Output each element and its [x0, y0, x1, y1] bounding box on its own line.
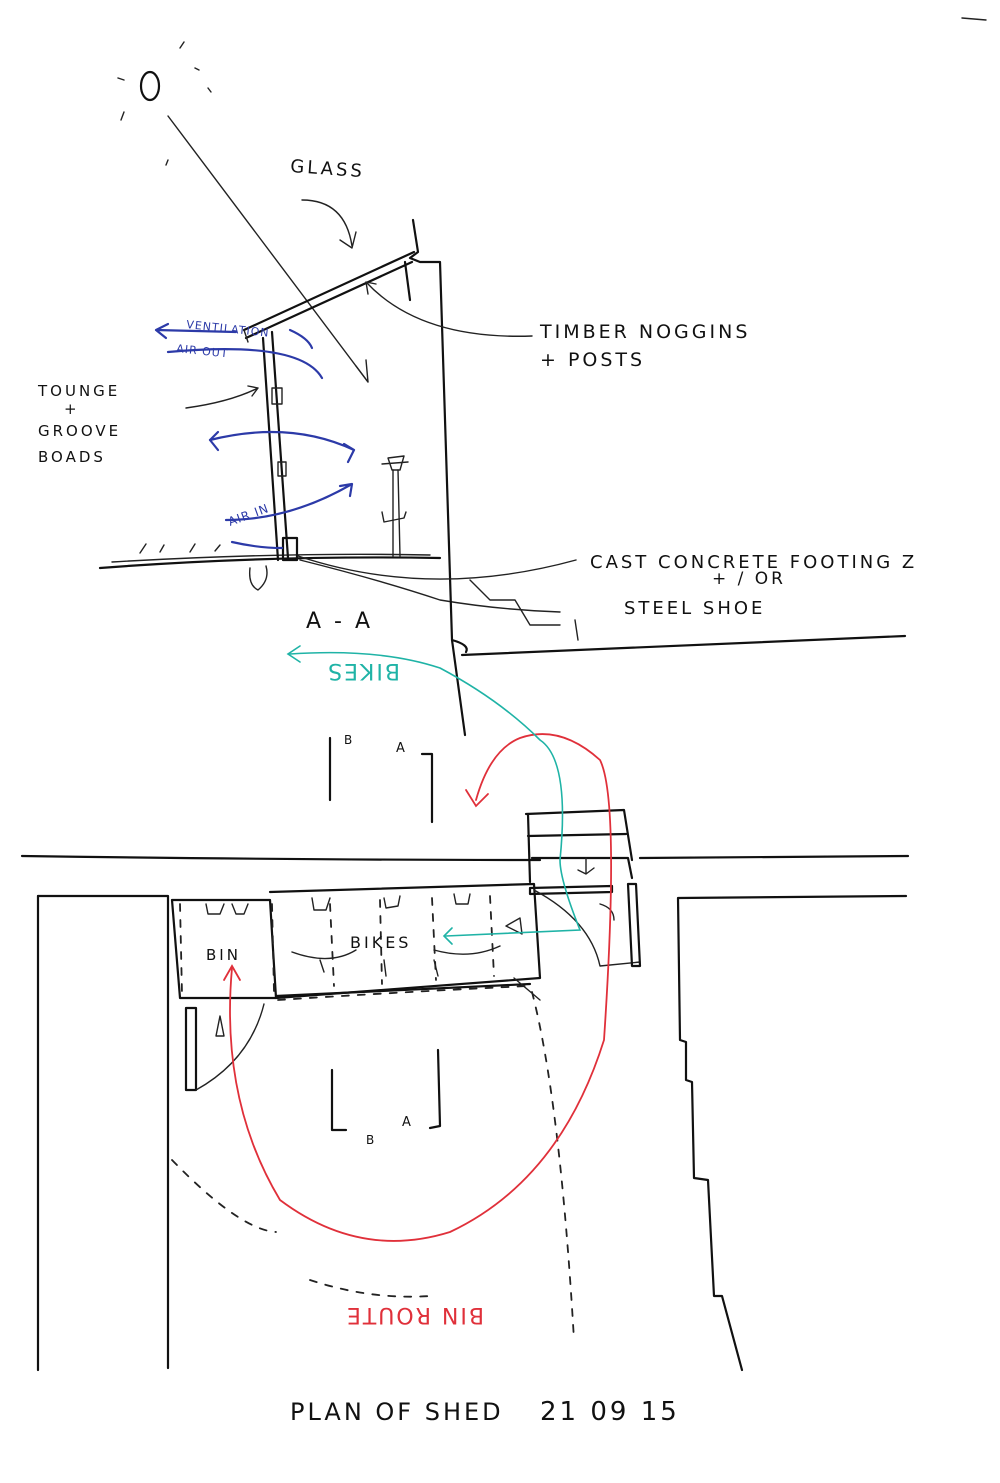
boundary-wall	[408, 218, 467, 737]
label-tongue-4: BOADS	[38, 448, 106, 466]
label-section-aa: A - A	[306, 609, 373, 634]
glass-roof	[242, 250, 416, 332]
site-boundary-left	[36, 894, 170, 1370]
label-air-out: AIR OUT	[176, 342, 229, 360]
label-timber-1: TIMBER NOGGINS	[539, 321, 750, 343]
drawing-title: PLAN OF SHED	[290, 1398, 504, 1426]
label-footing-2: + / OR	[712, 569, 786, 589]
bike-stand-icon	[381, 455, 409, 557]
label-section-top-b: B	[344, 733, 355, 747]
label-tongue-3: GROOVE	[38, 422, 121, 440]
street-line-top	[20, 854, 542, 862]
bikes-route-arrow	[289, 651, 582, 937]
label-air-in: AIR IN	[226, 501, 271, 529]
site-boundary-right	[676, 894, 908, 1372]
label-tongue-2: +	[64, 400, 80, 418]
drawing-date: 21 09 15	[540, 1397, 680, 1427]
ground-line	[98, 556, 442, 570]
label-section-top-a: A	[396, 741, 408, 756]
label-bikes-route: BIKES	[326, 658, 400, 683]
airflow-arrows	[154, 322, 356, 550]
bin-route-arrow	[229, 733, 612, 1242]
annotations: GLASS TIMBER NOGGINS + POSTS TOUNGE + GR…	[37, 156, 917, 1427]
label-bin: BIN	[206, 946, 241, 964]
label-timber-2: + POSTS	[540, 349, 645, 371]
label-bin-route: BIN ROUTE	[345, 1302, 484, 1327]
label-section-bottom-b: B	[366, 1133, 377, 1147]
section-drawing	[98, 41, 907, 737]
label-footing-3: STEEL SHOE	[624, 598, 765, 619]
label-footing-1: CAST CONCRETE FOOTING Z	[590, 552, 917, 573]
label-vent-out: VENTILATION	[186, 318, 270, 340]
label-tongue-1: TOUNGE	[37, 382, 120, 400]
sun-icon	[117, 41, 369, 383]
label-section-bottom-a: A	[402, 1115, 414, 1130]
shed-wall	[261, 336, 280, 562]
plan-drawing	[20, 645, 910, 1372]
label-glass: GLASS	[290, 156, 366, 182]
label-bikes: BIKES	[350, 933, 411, 952]
